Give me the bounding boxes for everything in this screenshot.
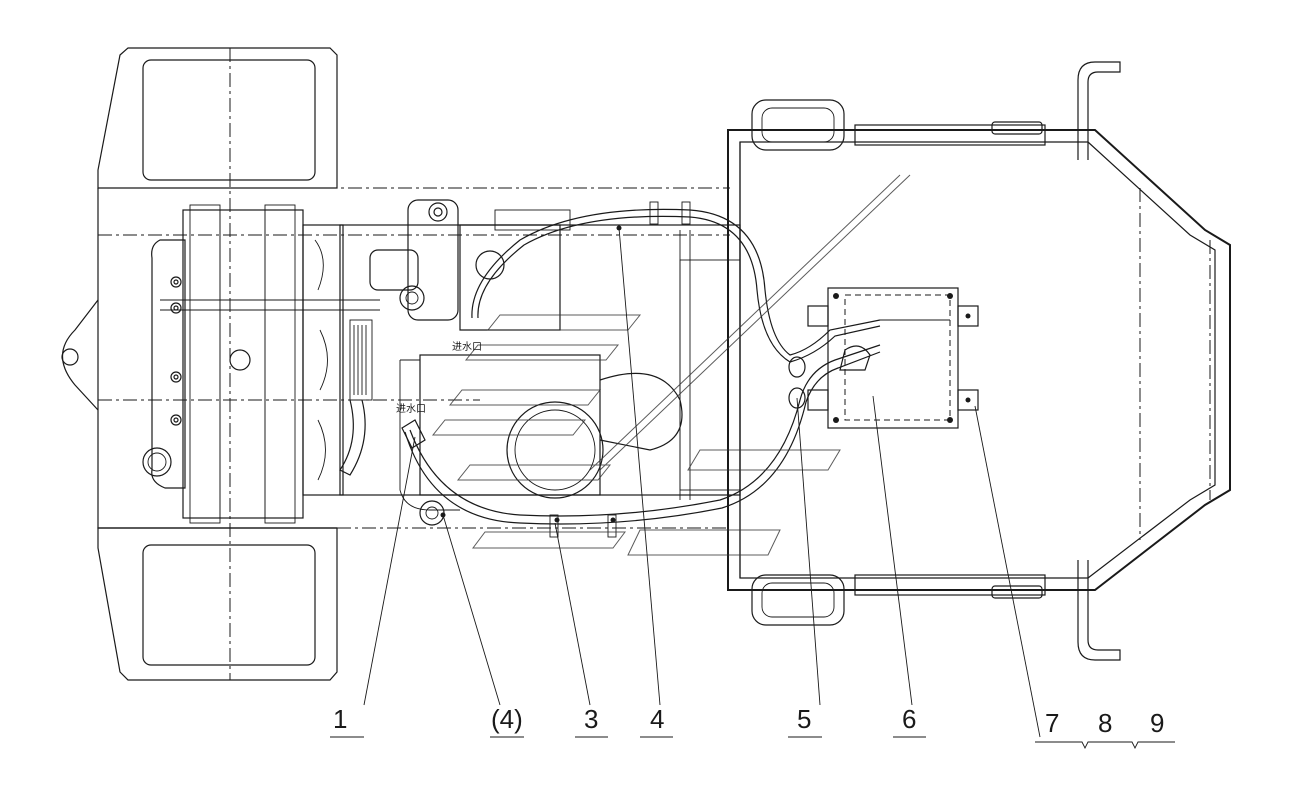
callout-8: 8 <box>1098 708 1112 738</box>
callout-3: 3 <box>584 704 598 734</box>
callout-9: 9 <box>1150 708 1164 738</box>
water-inlet-label-mid: 进水口 <box>396 403 426 415</box>
control-box <box>807 287 979 429</box>
water-inlet-label-top: 进水口 <box>452 341 482 353</box>
coolant-hoses <box>401 201 881 538</box>
radiator <box>142 204 380 524</box>
callout-7: 7 <box>1045 708 1059 738</box>
callout-6: 6 <box>902 704 916 734</box>
callout-4-paren: (4) <box>491 704 523 734</box>
callout-4: 4 <box>650 704 664 734</box>
right-frame <box>727 61 1231 661</box>
callout-1: 1 <box>333 704 347 734</box>
left-frame <box>61 47 730 681</box>
engine-block <box>302 199 741 526</box>
callout-leaders <box>330 227 1175 750</box>
callout-5: 5 <box>797 704 811 734</box>
watermark-logo <box>431 174 911 556</box>
